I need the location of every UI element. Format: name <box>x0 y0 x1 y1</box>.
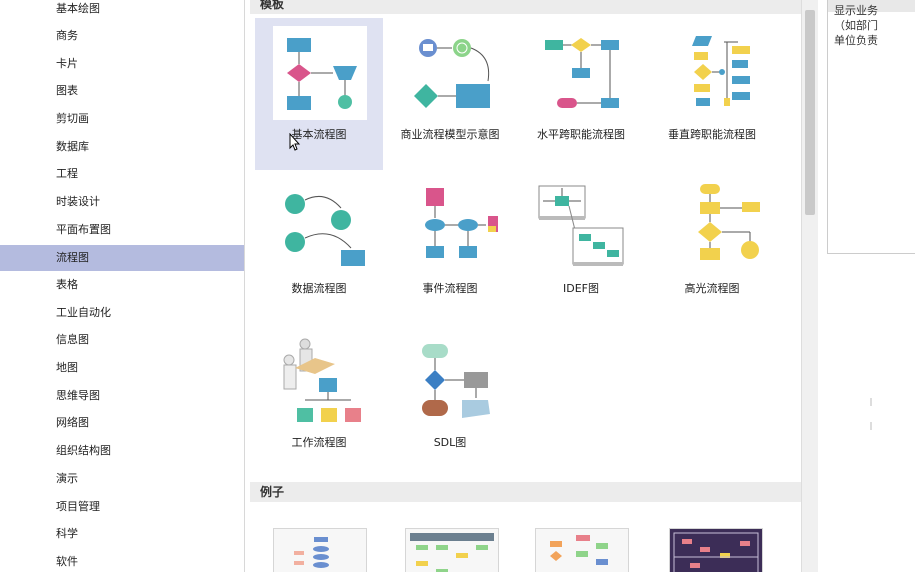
category-item[interactable]: 信息图 <box>56 333 89 346</box>
template-label: 商业流程模型示意图 <box>400 128 500 141</box>
category-item[interactable]: 工程 <box>56 167 78 180</box>
template-tile-sdl[interactable]: SDL图 <box>386 326 514 478</box>
example-thumbnail[interactable] <box>273 528 367 572</box>
template-label: 水平跨职能流程图 <box>537 128 625 141</box>
template-label: 垂直跨职能流程图 <box>668 128 756 141</box>
category-item[interactable]: 思维导图 <box>56 389 100 402</box>
template-tile-highlight-flow[interactable]: 高光流程图 <box>648 172 776 324</box>
highlight-flow-thumbnail <box>666 180 760 274</box>
template-tile-idef[interactable]: IDEF图 <box>517 172 645 324</box>
example-thumbnail[interactable] <box>669 528 763 572</box>
data-flow-thumbnail <box>273 180 367 274</box>
template-label: 基本流程图 <box>291 128 347 141</box>
basic-flowchart-thumbnail <box>273 26 367 120</box>
sdl-thumbnail <box>404 334 498 428</box>
category-item-selected[interactable]: 流程图 <box>0 245 244 271</box>
category-item[interactable]: 卡片 <box>56 57 78 70</box>
examples-section-header: 例子 <box>250 482 801 502</box>
template-tile-vertical-swimlane[interactable]: 垂直跨职能流程图 <box>648 18 776 170</box>
category-item[interactable]: 项目管理 <box>56 500 100 513</box>
gallery-scrollbar[interactable] <box>801 0 818 572</box>
template-tile-workflow[interactable]: 工作流程图 <box>255 326 383 478</box>
category-item[interactable]: 商务 <box>56 29 78 42</box>
description-line: （如部门 <box>834 19 878 32</box>
category-item[interactable]: 地图 <box>56 361 78 374</box>
business-process-thumbnail <box>404 26 498 120</box>
template-tile-business-process[interactable]: 商业流程模型示意图 <box>386 18 514 170</box>
category-item[interactable]: 软件 <box>56 555 78 568</box>
example-thumbnail[interactable] <box>405 528 499 572</box>
mouse-cursor-icon <box>289 133 301 151</box>
resize-grip <box>870 398 872 406</box>
description-panel: 显示业务 （如部门 单位负责 <box>827 0 915 254</box>
scrollbar-thumb[interactable] <box>805 10 815 215</box>
category-item[interactable]: 科学 <box>56 527 78 540</box>
category-item[interactable]: 时装设计 <box>56 195 100 208</box>
template-label: 事件流程图 <box>422 282 478 295</box>
template-tile-horizontal-swimlane[interactable]: 水平跨职能流程图 <box>517 18 645 170</box>
horizontal-swimlane-thumbnail <box>535 26 629 120</box>
category-item[interactable]: 演示 <box>56 472 78 485</box>
category-sidebar: 基本绘图 商务 卡片 图表 剪切画 数据库 工程 时装设计 平面布置图 流程图 … <box>0 0 245 572</box>
description-line: 显示业务 <box>834 4 878 17</box>
workflow-thumbnail <box>273 334 367 428</box>
template-tile-event-flow[interactable]: 事件流程图 <box>386 172 514 324</box>
template-label: 工作流程图 <box>291 436 347 449</box>
template-label: 数据流程图 <box>291 282 347 295</box>
category-item[interactable]: 表格 <box>56 278 78 291</box>
category-item[interactable]: 网络图 <box>56 416 89 429</box>
category-item[interactable]: 数据库 <box>56 140 89 153</box>
templates-section-header: 模板 <box>250 0 801 14</box>
category-item[interactable]: 基本绘图 <box>56 2 100 15</box>
template-tile-data-flow[interactable]: 数据流程图 <box>255 172 383 324</box>
category-item[interactable]: 组织结构图 <box>56 444 111 457</box>
event-flow-thumbnail <box>404 180 498 274</box>
example-thumbnail[interactable] <box>535 528 629 572</box>
template-gallery: 模板 基本流程图 <box>245 0 801 572</box>
category-item[interactable]: 剪切画 <box>56 112 89 125</box>
panel-header-bar <box>828 0 915 12</box>
category-item[interactable]: 图表 <box>56 84 78 97</box>
idef-thumbnail <box>535 180 629 274</box>
template-label: IDEF图 <box>563 282 599 295</box>
resize-grip <box>870 422 872 430</box>
template-tile-basic-flowchart[interactable]: 基本流程图 <box>255 18 383 170</box>
template-label: 高光流程图 <box>684 282 740 295</box>
category-item[interactable]: 平面布置图 <box>56 223 111 236</box>
template-label: SDL图 <box>433 436 467 449</box>
category-item[interactable]: 工业自动化 <box>56 306 111 319</box>
vertical-swimlane-thumbnail <box>666 26 760 120</box>
description-line: 单位负责 <box>834 34 878 47</box>
